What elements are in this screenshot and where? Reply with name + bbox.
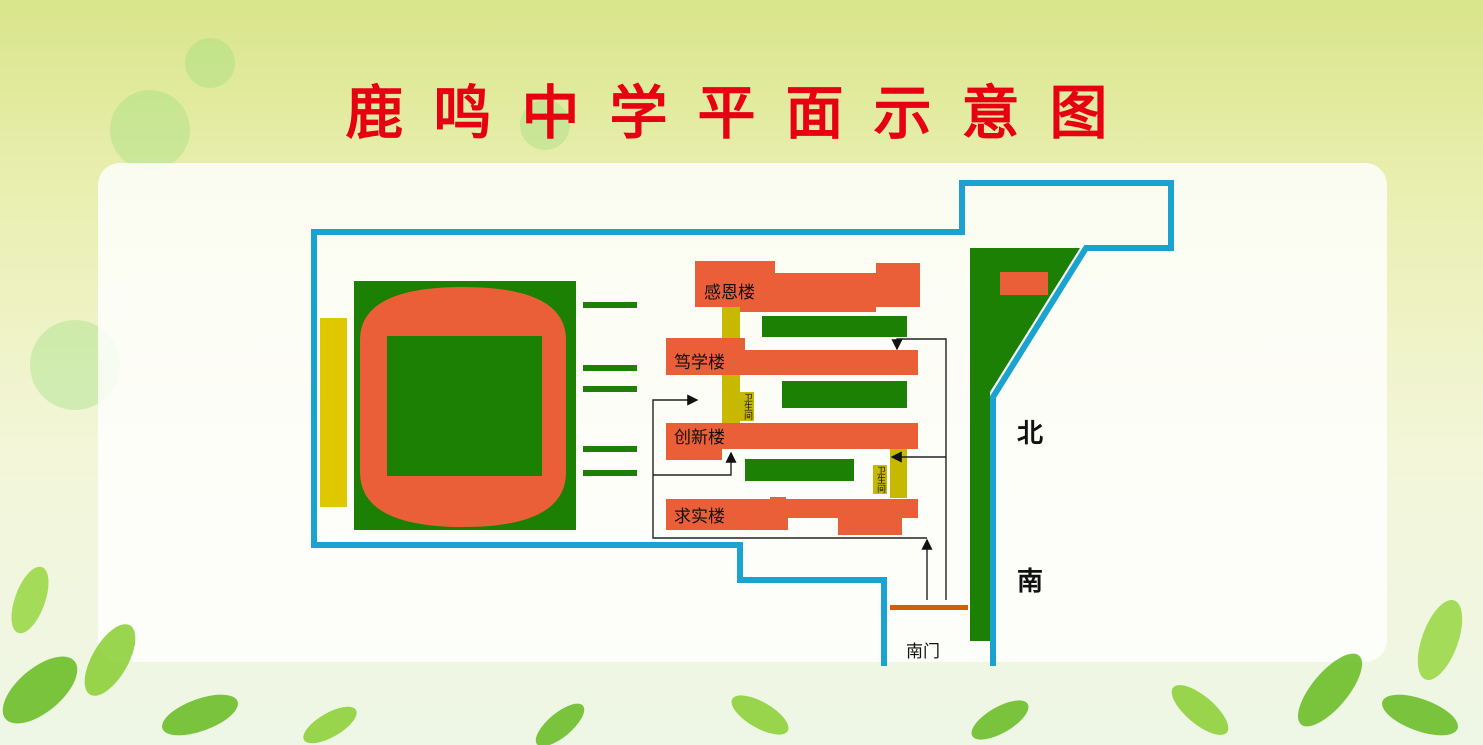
restroom-bg — [873, 465, 887, 494]
east-building — [1000, 272, 1048, 295]
decor-bubble — [520, 100, 570, 150]
leaves-decoration — [2, 566, 1463, 745]
building-label-ganen: 感恩楼 — [704, 283, 755, 303]
green-belt-east — [970, 248, 1080, 641]
building-label-duxue: 笃学楼 — [674, 353, 725, 373]
compass-north: 北 — [1017, 419, 1043, 449]
corridor — [890, 448, 907, 498]
inner-field — [387, 336, 542, 476]
restroom-label: 卫生间 — [875, 466, 886, 494]
green-blocks — [745, 316, 907, 481]
campus-boundary — [311, 180, 1174, 666]
route-lines — [652, 338, 947, 600]
south-gate-label: 南门 — [906, 642, 940, 662]
decor-bubble — [185, 38, 235, 88]
building-qiushi[interactable] — [666, 497, 918, 535]
yellow-stand — [320, 318, 347, 507]
restroom-bg — [740, 392, 754, 421]
building-duxue[interactable] — [666, 338, 918, 375]
green-strips — [583, 302, 637, 476]
building-chuangxin[interactable] — [666, 423, 918, 460]
decor-bubble — [110, 90, 190, 170]
building-label-qiushi: 求实楼 — [674, 507, 725, 527]
south-gate-bar — [890, 605, 968, 610]
compass-south: 南 — [1017, 567, 1043, 597]
restroom-label: 卫生间 — [742, 393, 753, 421]
page-title: 鹿鸣中学平面示意图 — [345, 79, 1138, 147]
building-label-chuangxin: 创新楼 — [674, 428, 725, 448]
building-ganen[interactable] — [695, 261, 920, 312]
